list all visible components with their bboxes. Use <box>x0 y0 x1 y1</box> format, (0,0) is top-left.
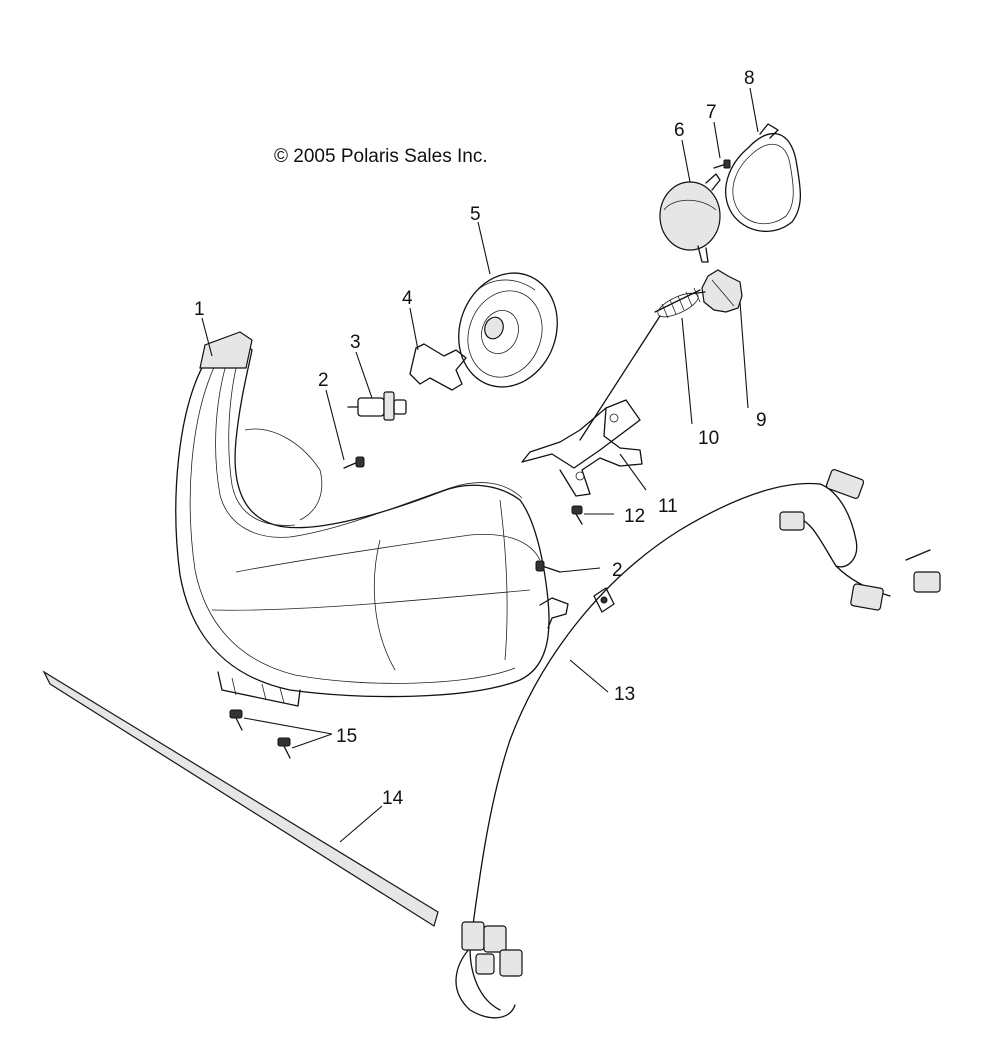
callout-10: 10 <box>698 428 719 449</box>
part-small-screw <box>713 159 731 169</box>
part-headlight-housing <box>175 331 569 707</box>
callout-15: 15 <box>336 726 357 747</box>
callout-8: 8 <box>744 68 755 89</box>
callout-5: 5 <box>470 204 481 225</box>
callout-1: 1 <box>194 299 205 320</box>
callout-14: 14 <box>382 788 404 809</box>
part-fastener-b <box>277 737 291 759</box>
part-lamp <box>659 173 721 263</box>
callout-12: 12 <box>624 506 645 527</box>
part-wiring-harness <box>455 469 941 1019</box>
part-retaining-clip <box>409 343 467 391</box>
callout-2-lower: 2 <box>612 560 623 581</box>
part-adjuster-knob <box>689 269 743 313</box>
callout-11: 11 <box>658 496 678 517</box>
callout-6: 6 <box>674 120 685 141</box>
callout-2-upper: 2 <box>318 370 329 391</box>
part-nut-clip <box>593 587 615 613</box>
part-screw-lower <box>535 560 561 573</box>
part-foam-strip <box>42 670 439 927</box>
callout-7: 7 <box>706 102 717 123</box>
part-adjuster-bracket <box>521 315 661 497</box>
callout-3: 3 <box>350 332 361 353</box>
part-gasket <box>725 123 801 232</box>
callout-13: 13 <box>614 684 635 705</box>
leader-lines <box>201 87 759 843</box>
part-bulb <box>347 391 407 421</box>
part-lamp-cover <box>458 272 558 388</box>
callout-9: 9 <box>756 410 767 431</box>
callout-4: 4 <box>402 288 413 309</box>
copyright-notice: © 2005 Polaris Sales Inc. <box>274 146 488 167</box>
part-spring <box>654 287 701 319</box>
part-screw-upper <box>343 456 365 469</box>
callout-labels: 1 2 2 3 4 5 6 7 8 9 10 11 12 13 14 15 <box>194 68 767 809</box>
part-screw-bracket <box>571 505 583 525</box>
part-fastener-a <box>229 709 243 731</box>
